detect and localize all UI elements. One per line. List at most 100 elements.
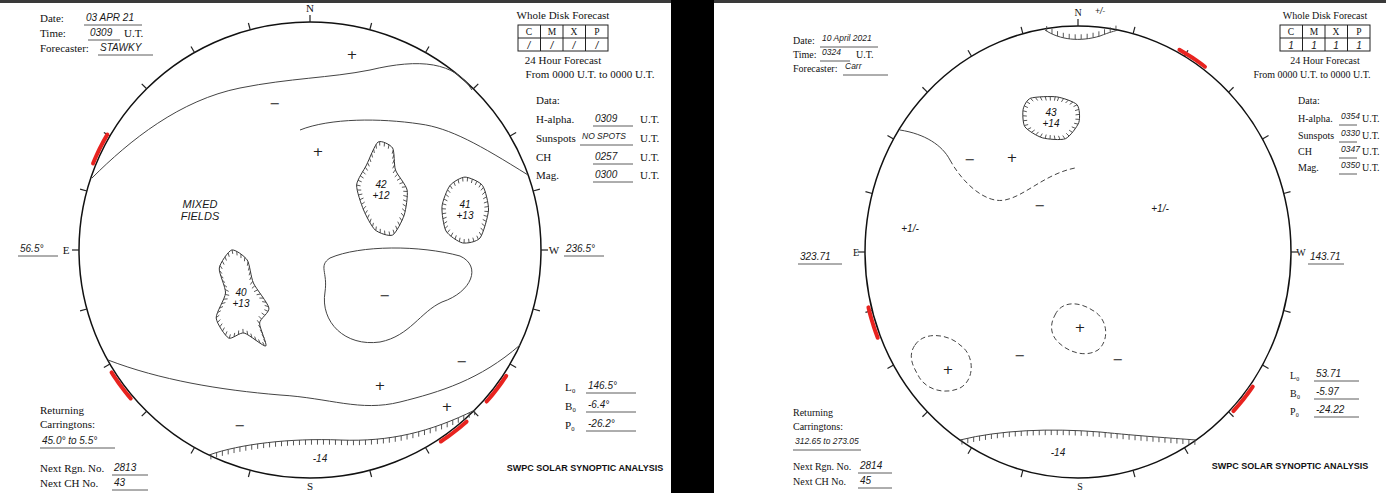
hatch-tick xyxy=(967,438,968,443)
table-rule xyxy=(1347,25,1348,51)
hatch-tick xyxy=(251,334,252,338)
hatch-tick xyxy=(375,227,377,231)
form-label: U.T. xyxy=(640,169,659,181)
form-field-line xyxy=(586,393,636,394)
form-label: N xyxy=(306,2,314,14)
hatch-tick xyxy=(1123,434,1124,439)
hatch-tick xyxy=(392,150,393,154)
hatch-tick xyxy=(359,440,360,445)
hatch-tick xyxy=(484,206,488,208)
hatch-tick xyxy=(1066,133,1069,136)
hatch-tick xyxy=(430,428,431,433)
neutral-line xyxy=(92,64,472,178)
limb-tick xyxy=(473,84,478,89)
form-field-line xyxy=(112,475,148,476)
limb-tick xyxy=(533,189,540,191)
hatch-tick xyxy=(238,331,239,335)
form-field-line xyxy=(586,431,636,432)
handwritten-value: STAWKY xyxy=(100,42,141,53)
hatch-tick xyxy=(1003,433,1004,438)
limb-flare-mark xyxy=(487,376,507,402)
handwritten-value: / xyxy=(528,39,531,50)
hatch-tick xyxy=(1009,432,1010,437)
hatch-tick xyxy=(222,328,224,331)
form-label: U.T. xyxy=(640,113,659,125)
form-label: U.T. xyxy=(856,49,874,60)
polarity-mark: − xyxy=(1035,199,1046,213)
form-label: U.T. xyxy=(640,151,659,163)
limb-tick xyxy=(510,133,516,137)
polarity-mark: − xyxy=(235,419,246,433)
hatch-tick xyxy=(365,210,367,213)
hatch-tick xyxy=(1040,97,1042,101)
handwritten-value: 146.5° xyxy=(588,380,617,391)
hatch-tick xyxy=(365,440,366,445)
limb-tick xyxy=(191,447,195,453)
hatch-tick xyxy=(396,226,398,230)
form-field-line xyxy=(1339,174,1357,175)
hatch-tick xyxy=(412,433,413,438)
hatch-tick xyxy=(383,438,384,443)
neutral-line xyxy=(900,130,950,160)
table-cell: C xyxy=(1288,26,1294,36)
hatch-tick xyxy=(1039,430,1040,435)
handwritten-value: 236.5° xyxy=(566,243,595,254)
handwritten-value: / xyxy=(596,39,599,50)
form-label: E xyxy=(63,244,70,256)
coronal-hole-region: 42 +12 xyxy=(352,140,410,240)
limb-tick xyxy=(1185,448,1189,454)
coronal-hole-label: 43 +14 xyxy=(1043,107,1060,129)
handwritten-value: 323.71 xyxy=(800,251,831,262)
form-label: Data: xyxy=(1298,95,1320,106)
limb-tick xyxy=(1021,470,1023,477)
hatch-tick xyxy=(454,182,455,186)
hatch-tick xyxy=(358,194,362,196)
coronal-hole-label: 42 +12 xyxy=(373,179,390,201)
hatch-tick xyxy=(299,440,300,445)
hatch-tick xyxy=(1074,105,1078,107)
handwritten-value: 143.71 xyxy=(1310,251,1341,262)
hatch-tick xyxy=(1070,102,1073,104)
coronal-hole-border xyxy=(442,177,489,243)
hatch-tick xyxy=(418,432,419,437)
hatch-tick xyxy=(469,413,470,418)
handwritten-value: 0309 xyxy=(595,113,617,124)
form-label: S xyxy=(1077,481,1083,492)
handwritten-value: 1 xyxy=(1288,39,1294,50)
hatch-tick xyxy=(481,228,484,231)
hatch-tick xyxy=(442,204,446,205)
coronal-hole-region: 43 +14 xyxy=(1022,96,1080,140)
limb-tick xyxy=(887,365,893,369)
form-field-line xyxy=(1308,264,1344,265)
hatch-tick xyxy=(373,149,375,153)
hatch-tick xyxy=(1098,31,1099,36)
form-label: N xyxy=(1074,7,1081,18)
hatch-tick xyxy=(216,453,217,458)
limb-tick xyxy=(473,411,478,416)
hatch-tick xyxy=(220,265,222,268)
hatch-tick xyxy=(1117,434,1118,439)
coronal-hole-label: 40 +13 xyxy=(233,287,250,309)
form-label: H-alpha. xyxy=(1298,113,1333,124)
form-field-line xyxy=(798,264,842,265)
handwritten-value: -14 xyxy=(313,453,327,464)
form-label: Forecaster: xyxy=(793,63,837,74)
hatch-tick xyxy=(1115,26,1116,31)
polarity-mark: − xyxy=(270,97,281,111)
hatch-tick xyxy=(225,289,229,291)
hatch-tick xyxy=(388,145,390,149)
limb-tick xyxy=(142,84,147,89)
hatch-tick xyxy=(357,190,361,191)
hatch-tick xyxy=(1027,102,1030,104)
hatch-tick xyxy=(484,215,488,216)
hatch-tick xyxy=(1147,436,1148,441)
hatch-tick xyxy=(219,307,223,309)
form-field-line xyxy=(1314,381,1359,382)
handwritten-value: / xyxy=(551,39,554,50)
hatch-tick xyxy=(363,206,366,209)
form-field-line xyxy=(858,488,892,489)
hatch-tick xyxy=(1188,439,1189,444)
handwritten-value: 1 xyxy=(1333,39,1339,50)
polarity-region xyxy=(911,336,971,392)
hatch-tick xyxy=(226,331,228,335)
